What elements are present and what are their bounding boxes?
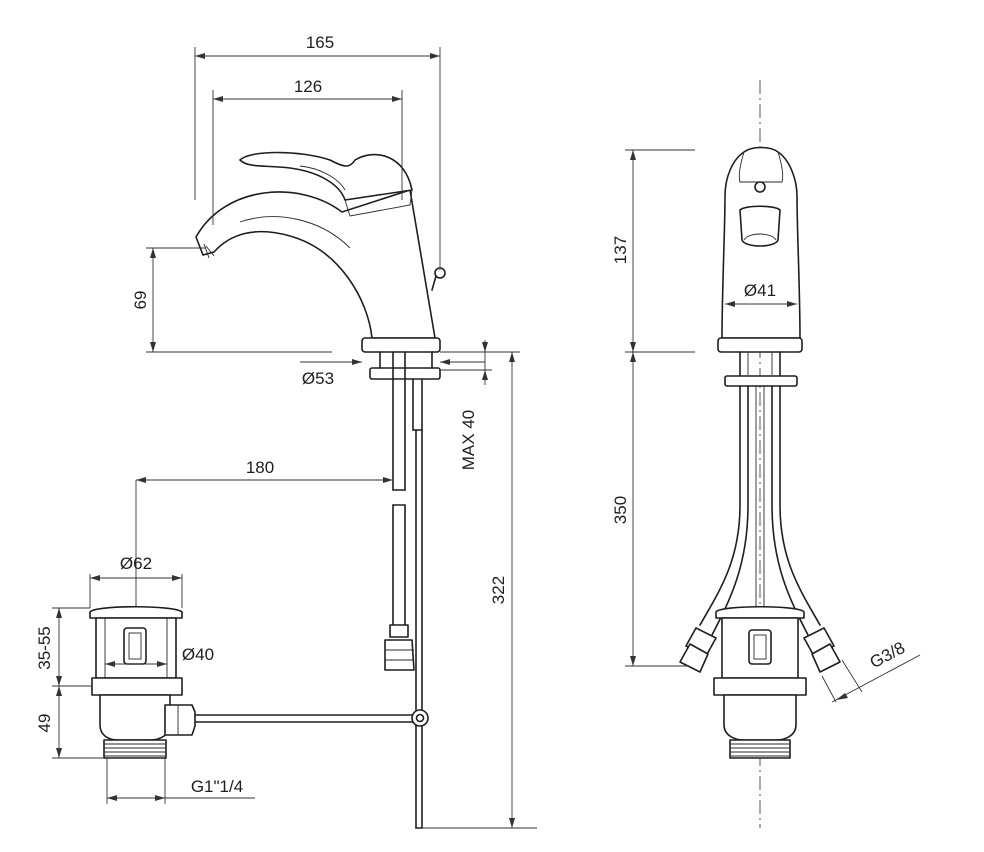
lever-handle [239,151,413,217]
dim-base-diameter: Ø53 [302,369,334,388]
dim-drain-diameter: Ø40 [182,645,214,664]
drain-assembly [89,605,196,759]
side-faucet-body [717,146,803,387]
supply-hose [384,351,415,671]
dim-spout-reach: 126 [294,77,322,96]
faucet-body [195,189,439,353]
side-dimensions: 137 Ø41 350 G3/8 [611,149,921,703]
popup-knob [431,267,446,291]
dim-side-body-height: 137 [611,236,630,264]
dim-flange-height: 35-55 [35,626,54,669]
front-dimensions: 165 126 69 Ø53 [35,33,537,829]
dim-spout-height: 69 [131,291,150,310]
side-view: 137 Ø41 350 G3/8 [611,80,921,828]
dim-cap-diameter: Ø62 [120,554,152,573]
faucet-base [361,337,441,380]
dim-thread: G1"1/4 [191,777,243,796]
dim-total-height: 322 [489,576,508,604]
popup-rod [194,379,429,829]
dim-body-height: 49 [35,714,54,733]
dim-hose-length: 350 [611,496,630,524]
dim-hose-connection: G3/8 [867,638,908,672]
front-view: 165 126 69 Ø53 [35,33,537,829]
dim-outlet-diameter: Ø41 [744,281,776,300]
dim-overall-depth: 165 [306,33,334,52]
dim-drain-offset: 180 [246,458,274,477]
side-drain [713,605,807,759]
side-hoses [679,385,841,673]
dim-deck-thickness: MAX 40 [459,410,478,470]
